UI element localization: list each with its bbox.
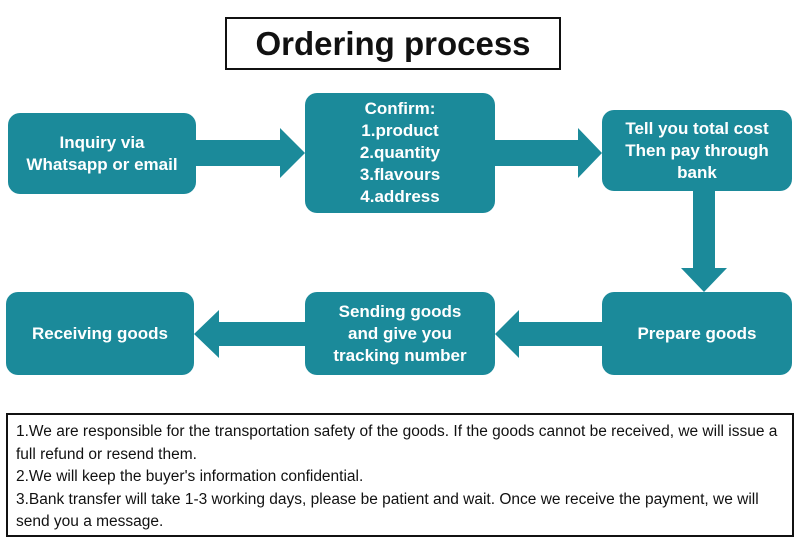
step-confirm-item-2: 2.quantity: [359, 143, 441, 162]
notes-box: 1.We are responsible for the transportat…: [6, 413, 794, 537]
arrow-prepare-to-sending: [495, 310, 602, 358]
step-receiving: Receiving goods: [6, 292, 194, 375]
step-total-cost-line-3: bank: [677, 162, 717, 182]
step-inquiry-line-2: Whatsapp or email: [26, 154, 178, 174]
step-confirm: Confirm: 1.product 2.quantity 3.flavours…: [305, 93, 495, 213]
step-total-cost-line-2: Then pay through: [625, 140, 769, 160]
step-confirm-item-4: 4.address: [360, 187, 440, 206]
step-prepare: Prepare goods: [602, 292, 792, 375]
step-prepare-line-1: Prepare goods: [637, 323, 757, 343]
arrow-confirm-to-total-cost: [495, 128, 602, 178]
step-sending: Sending goods and give you tracking numb…: [305, 292, 495, 375]
note-2: 2.We will keep the buyer's information c…: [16, 468, 364, 485]
arrow-total-cost-to-prepare: [681, 191, 727, 292]
step-sending-line-1: Sending goods: [338, 301, 462, 321]
note-3: 3.Bank transfer will take 1-3 working da…: [16, 490, 759, 531]
arrow-sending-to-receiving: [194, 310, 305, 358]
step-confirm-item-3: 3.flavours: [359, 165, 441, 184]
step-sending-line-2: and give you: [348, 323, 452, 343]
step-sending-line-3: tracking number: [333, 345, 467, 365]
step-inquiry: Inquiry via Whatsapp or email: [8, 113, 196, 194]
step-total-cost: Tell you total cost Then pay through ban…: [602, 110, 792, 191]
step-confirm-heading: Confirm:: [364, 99, 436, 118]
step-inquiry-line-1: Inquiry via: [59, 132, 145, 152]
step-total-cost-line-1: Tell you total cost: [625, 118, 769, 138]
step-receiving-line-1: Receiving goods: [31, 323, 169, 343]
note-1: 1.We are responsible for the transportat…: [16, 423, 778, 463]
diagram-title: Ordering process: [225, 17, 561, 70]
step-confirm-item-1: 1.product: [361, 121, 439, 140]
arrow-inquiry-to-confirm: [196, 128, 305, 178]
